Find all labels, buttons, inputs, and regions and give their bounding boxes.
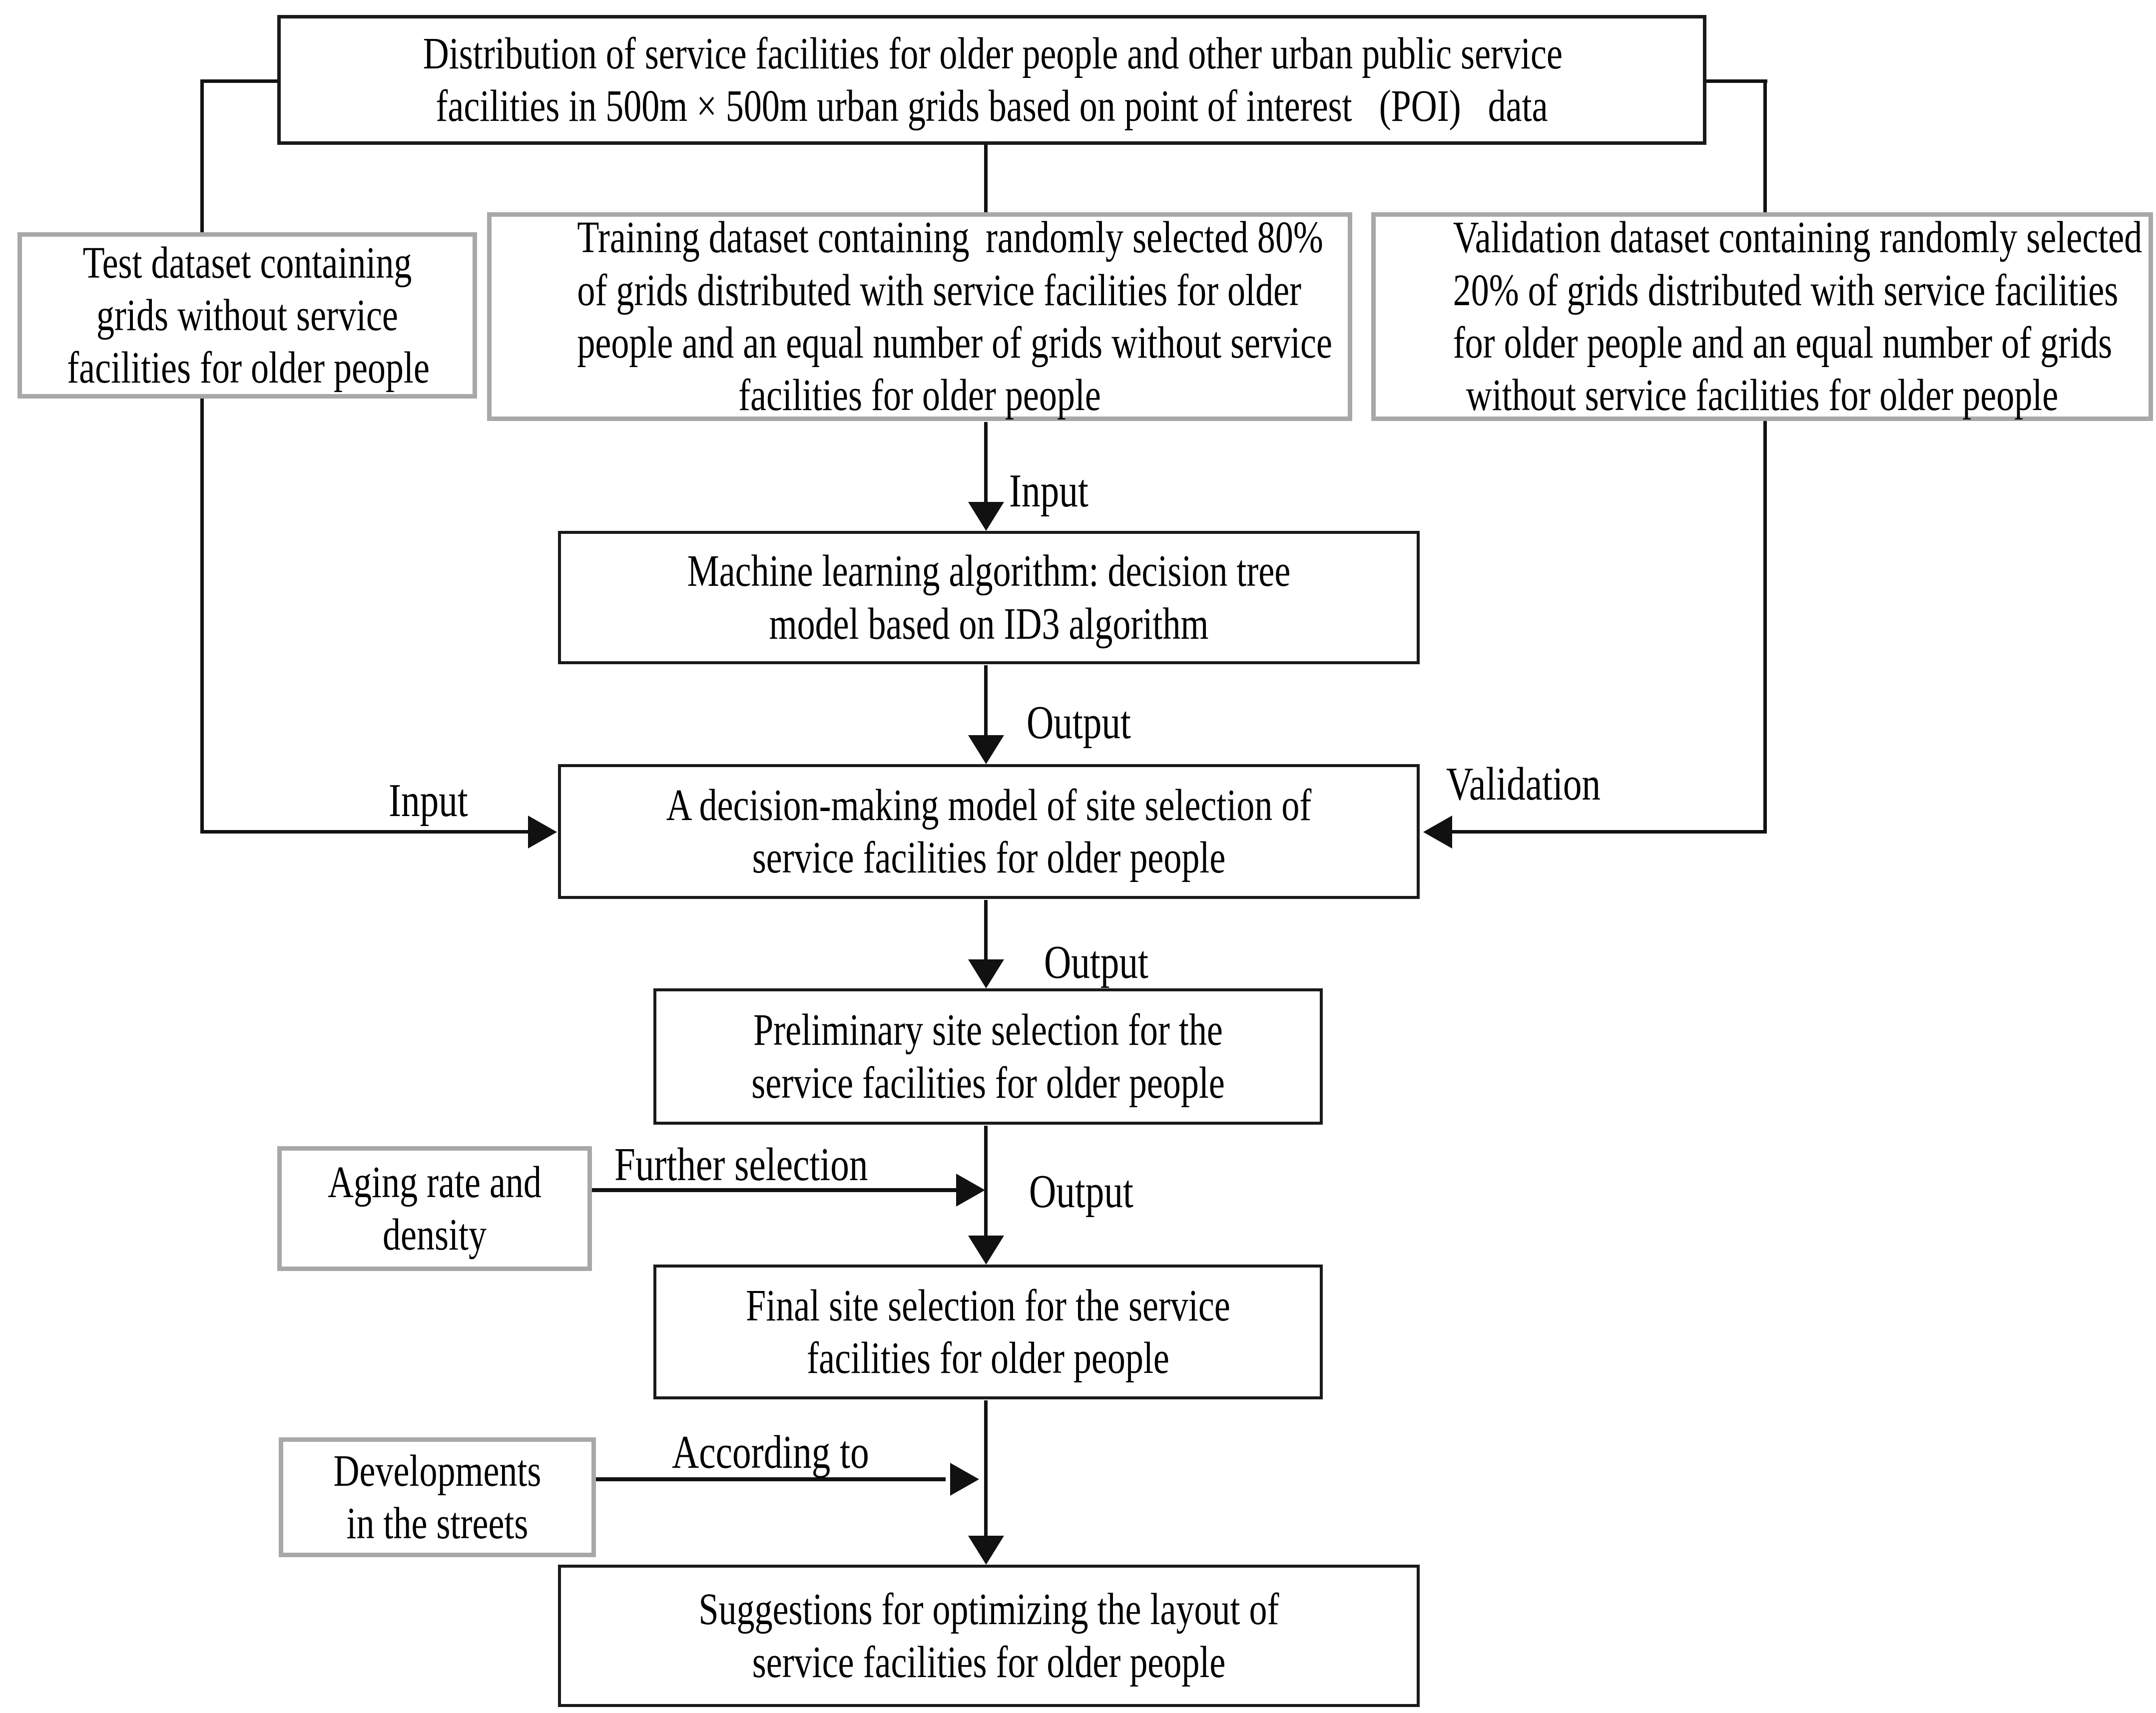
text-line: in the streets xyxy=(346,1499,529,1548)
developments-box: Developments in the streets xyxy=(279,1437,596,1557)
text-line: service facilities for older people xyxy=(752,833,1226,882)
text-line: facilities for older people xyxy=(738,371,1101,421)
text-line: of grids distributed with service facili… xyxy=(577,265,1301,315)
text-line: for older people and an equal number of … xyxy=(1453,318,2113,368)
distribution-box: Distribution of service facilities for o… xyxy=(277,15,1706,145)
text-line: Training dataset containing randomly sel… xyxy=(577,213,1323,263)
label-validation: Validation xyxy=(1446,758,1601,810)
connector-right-horizontal-top xyxy=(1704,79,1767,83)
text-line: Test dataset containing xyxy=(82,238,412,288)
aging-rate-box-text: Aging rate and density xyxy=(312,1156,557,1262)
training-dataset-box-text: Training dataset containing randomly sel… xyxy=(577,211,1332,422)
text-line: Machine learning algorithm: decision tre… xyxy=(687,546,1291,596)
connector-left-vertical xyxy=(200,79,204,834)
distribution-box-text: Distribution of service facilities for o… xyxy=(423,27,1563,133)
arrowhead-down-ml-icon xyxy=(968,502,1004,531)
text-line: facilities in 500m × 500m urban grids ba… xyxy=(436,81,1548,131)
text-line: Aging rate and xyxy=(328,1157,541,1207)
suggestions-box: Suggestions for optimizing the layout of… xyxy=(558,1565,1420,1707)
label-output-ml: Output xyxy=(1027,697,1131,749)
text-line: Distribution of service facilities for o… xyxy=(423,28,1563,78)
arrowhead-right-decision-icon xyxy=(528,816,557,849)
test-dataset-box: Test dataset containing grids without se… xyxy=(17,232,477,399)
text-line: without service facilities for older peo… xyxy=(1466,371,2059,421)
connector-training-to-ml xyxy=(984,422,988,504)
validation-dataset-box: Validation dataset containing randomly s… xyxy=(1371,212,2153,421)
arrowhead-down-final-icon xyxy=(968,1236,1004,1265)
text-line: people and an equal number of grids with… xyxy=(577,318,1332,368)
label-according-to: According to xyxy=(672,1426,869,1478)
text-line: A decision-making model of site selectio… xyxy=(666,780,1312,830)
ml-algorithm-box-text: Machine learning algorithm: decision tre… xyxy=(646,545,1331,650)
text-line: Validation dataset containing randomly s… xyxy=(1453,213,2143,263)
connector-left-horizontal-bottom xyxy=(202,830,530,834)
label-output-decision: Output xyxy=(1044,936,1148,988)
connector-final-to-suggestions xyxy=(984,1400,988,1539)
aging-rate-box: Aging rate and density xyxy=(277,1146,592,1271)
connector-right-vertical xyxy=(1763,79,1767,834)
connector-aging-horizontal xyxy=(592,1188,957,1192)
text-line: facilities for older people xyxy=(807,1333,1169,1383)
arrowhead-down-preliminary-icon xyxy=(968,959,1004,988)
connector-top-to-training xyxy=(984,144,988,214)
arrowhead-right-aging-icon xyxy=(956,1174,985,1207)
text-line: Final site selection for the service xyxy=(746,1281,1230,1330)
label-input-training: Input xyxy=(1009,465,1088,517)
label-input-test: Input xyxy=(389,775,468,827)
text-line: Suggestions for optimizing the layout of xyxy=(698,1585,1279,1635)
final-selection-box-text: Final site selection for the service fac… xyxy=(723,1280,1253,1385)
decision-model-box: A decision-making model of site selectio… xyxy=(558,764,1420,899)
developments-box-text: Developments in the streets xyxy=(314,1445,561,1550)
arrowhead-down-suggestions-icon xyxy=(968,1536,1004,1565)
arrowhead-down-decision-icon xyxy=(968,735,1004,764)
test-dataset-box-text: Test dataset containing grids without se… xyxy=(67,237,430,395)
text-line: grids without service xyxy=(96,290,398,340)
training-dataset-box: Training dataset containing randomly sel… xyxy=(487,212,1352,421)
text-line: density xyxy=(383,1210,487,1260)
connector-left-horizontal-top xyxy=(202,79,278,83)
arrowhead-left-decision-icon xyxy=(1423,816,1452,849)
ml-algorithm-box: Machine learning algorithm: decision tre… xyxy=(558,531,1420,664)
decision-model-box-text: A decision-making model of site selectio… xyxy=(646,779,1331,884)
label-further-selection: Further selection xyxy=(614,1139,868,1191)
text-line: Preliminary site selection for the xyxy=(753,1005,1223,1055)
text-line: facilities for older people xyxy=(67,343,430,393)
connector-decision-to-preliminary xyxy=(984,900,988,962)
validation-dataset-box-text: Validation dataset containing randomly s… xyxy=(1453,211,2143,422)
preliminary-selection-box-text: Preliminary site selection for the servi… xyxy=(723,1004,1253,1109)
text-line: 20% of grids distributed with service fa… xyxy=(1453,265,2119,315)
text-line: Developments xyxy=(333,1446,541,1496)
final-selection-box: Final site selection for the service fac… xyxy=(653,1265,1323,1399)
text-line: service facilities for older people xyxy=(752,1637,1226,1687)
arrowhead-right-developments-icon xyxy=(950,1463,979,1496)
connector-right-horizontal-bottom xyxy=(1452,830,1766,834)
preliminary-selection-box: Preliminary site selection for the servi… xyxy=(653,988,1323,1125)
connector-developments-horizontal xyxy=(596,1477,946,1481)
suggestions-box-text: Suggestions for optimizing the layout of… xyxy=(646,1583,1331,1689)
text-line: model based on ID3 algorithm xyxy=(769,599,1209,649)
connector-preliminary-to-final xyxy=(984,1126,988,1239)
connector-ml-to-decision xyxy=(984,665,988,738)
text-line: service facilities for older people xyxy=(751,1058,1225,1108)
label-output-further: Output xyxy=(1029,1166,1133,1218)
